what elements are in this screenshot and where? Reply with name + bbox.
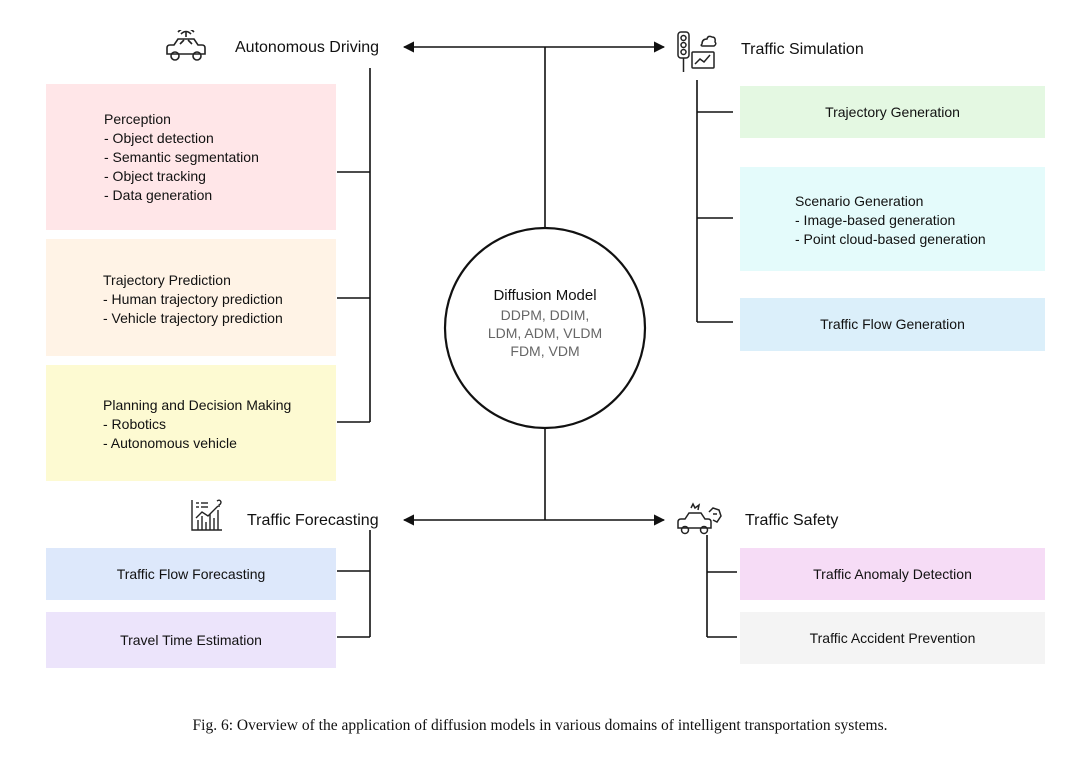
planning-decision-title: Planning and Decision Making <box>103 397 292 413</box>
perception-item: - Data generation <box>104 187 213 203</box>
perception-box: Perception - Object detection - Semantic… <box>46 84 336 230</box>
traffic-light-icon <box>672 30 718 74</box>
planning-decision-box: Planning and Decision Making - Robotics … <box>46 365 336 481</box>
travel-time-estimation-box: Travel Time Estimation <box>46 612 336 668</box>
model-list-line: FDM, VDM <box>510 343 580 359</box>
scenario-generation-item: - Point cloud-based generation <box>795 231 986 247</box>
traffic-flow-generation-title: Traffic Flow Generation <box>820 316 965 332</box>
diffusion-model-title: Diffusion Model <box>493 287 597 304</box>
traffic-flow-generation-box: Traffic Flow Generation <box>740 298 1045 351</box>
traffic-accident-prevention-box: Traffic Accident Prevention <box>740 612 1045 664</box>
autonomous-car-icon <box>162 27 210 64</box>
diffusion-model-circle <box>443 226 647 430</box>
traffic-flow-forecasting-title: Traffic Flow Forecasting <box>116 565 266 582</box>
planning-decision-item: - Robotics <box>103 416 167 432</box>
traffic-safety-label: Traffic Safety <box>745 512 839 529</box>
traffic-accident-prevention-title: Traffic Accident Prevention <box>809 629 976 646</box>
traffic-simulation-label: Traffic Simulation <box>741 41 864 58</box>
perception-item: - Semantic segmentation <box>104 149 259 165</box>
perception-title: Perception <box>104 111 171 127</box>
perception-item: - Object tracking <box>104 168 206 184</box>
model-list-line: LDM, ADM, VLDM <box>487 325 603 341</box>
model-list-line: DDPM, DDIM, <box>500 307 590 323</box>
trajectory-generation-box: Trajectory Generation <box>740 86 1045 138</box>
trajectory-prediction-title: Trajectory Prediction <box>103 272 231 288</box>
trajectory-prediction-item: - Human trajectory prediction <box>103 291 283 307</box>
planning-decision-item: - Autonomous vehicle <box>103 435 237 451</box>
travel-time-estimation-title: Travel Time Estimation <box>120 631 262 648</box>
traffic-anomaly-detection-title: Traffic Anomaly Detection <box>813 565 972 582</box>
traffic-forecasting-label: Traffic Forecasting <box>247 512 379 529</box>
trajectory-prediction-box: Trajectory Prediction - Human trajectory… <box>46 239 336 356</box>
figure-caption: Fig. 6: Overview of the application of d… <box>192 717 888 734</box>
chart-growth-icon <box>190 498 224 532</box>
scenario-generation-box: Scenario Generation - Image-based genera… <box>740 167 1045 271</box>
scenario-generation-title: Scenario Generation <box>795 193 924 209</box>
perception-item: - Object detection <box>104 130 214 146</box>
autonomous-driving-label: Autonomous Driving <box>235 39 380 56</box>
trajectory-prediction-item: - Vehicle trajectory prediction <box>103 310 283 326</box>
car-crash-icon <box>675 502 723 536</box>
trajectory-generation-title: Trajectory Generation <box>825 103 960 120</box>
diffusion-model-text: Diffusion Model DDPM, DDIM, LDM, ADM, VL… <box>453 286 637 360</box>
scenario-generation-item: - Image-based generation <box>795 212 956 228</box>
traffic-anomaly-detection-box: Traffic Anomaly Detection <box>740 548 1045 600</box>
traffic-flow-forecasting-box: Traffic Flow Forecasting <box>46 548 336 600</box>
